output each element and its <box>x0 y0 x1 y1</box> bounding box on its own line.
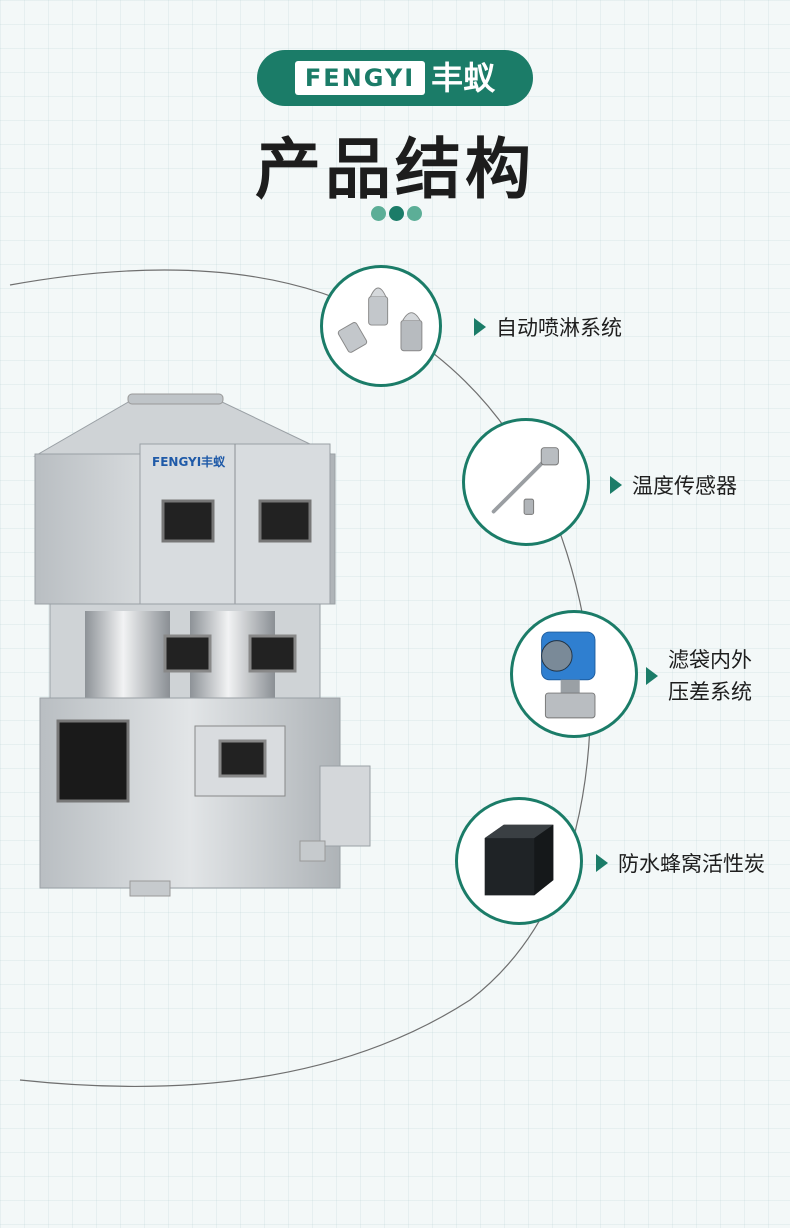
feature-circle-spray <box>320 265 442 387</box>
spray-nozzle-icon <box>337 287 423 353</box>
pressure-transmitter-icon <box>541 631 596 719</box>
title-dots <box>371 206 422 221</box>
triangle-marker-icon <box>610 476 622 494</box>
feature-label-spray: 自动喷淋系统 <box>474 312 622 342</box>
feature-text-line1: 滤袋内外 <box>668 648 752 672</box>
feature-label-carbon: 防水蜂窝活性炭 <box>596 848 765 878</box>
feature-circle-temp <box>462 418 590 546</box>
brand-logo: FENGYI 丰蚁 <box>257 50 533 106</box>
feature-text-line2: 压差系统 <box>668 680 752 704</box>
feature-text: 温度传感器 <box>632 474 737 498</box>
triangle-marker-icon <box>646 667 658 685</box>
feature-label-temp: 温度传感器 <box>610 470 737 500</box>
feature-circle-carbon <box>455 797 583 925</box>
scrubber-machine-illustration: FENGYI丰蚁 <box>33 393 371 897</box>
activated-carbon-block-icon <box>484 824 554 896</box>
temperature-probe-icon <box>491 447 559 515</box>
triangle-marker-icon <box>474 318 486 336</box>
triangle-marker-icon <box>596 854 608 872</box>
feature-label-pressure: 滤袋内外 压差系统 <box>646 644 752 708</box>
brand-cn: 丰蚁 <box>431 59 496 97</box>
machine-logo: FENGYI丰蚁 <box>152 454 226 469</box>
dot-right <box>407 206 422 221</box>
feature-text: 自动喷淋系统 <box>496 316 622 340</box>
dot-left <box>371 206 386 221</box>
feature-circle-pressure <box>510 610 638 738</box>
page-title: 产品结构 <box>255 131 535 208</box>
brand-latin: FENGYI <box>294 61 426 95</box>
feature-text: 防水蜂窝活性炭 <box>618 852 765 876</box>
dot-center <box>389 206 404 221</box>
